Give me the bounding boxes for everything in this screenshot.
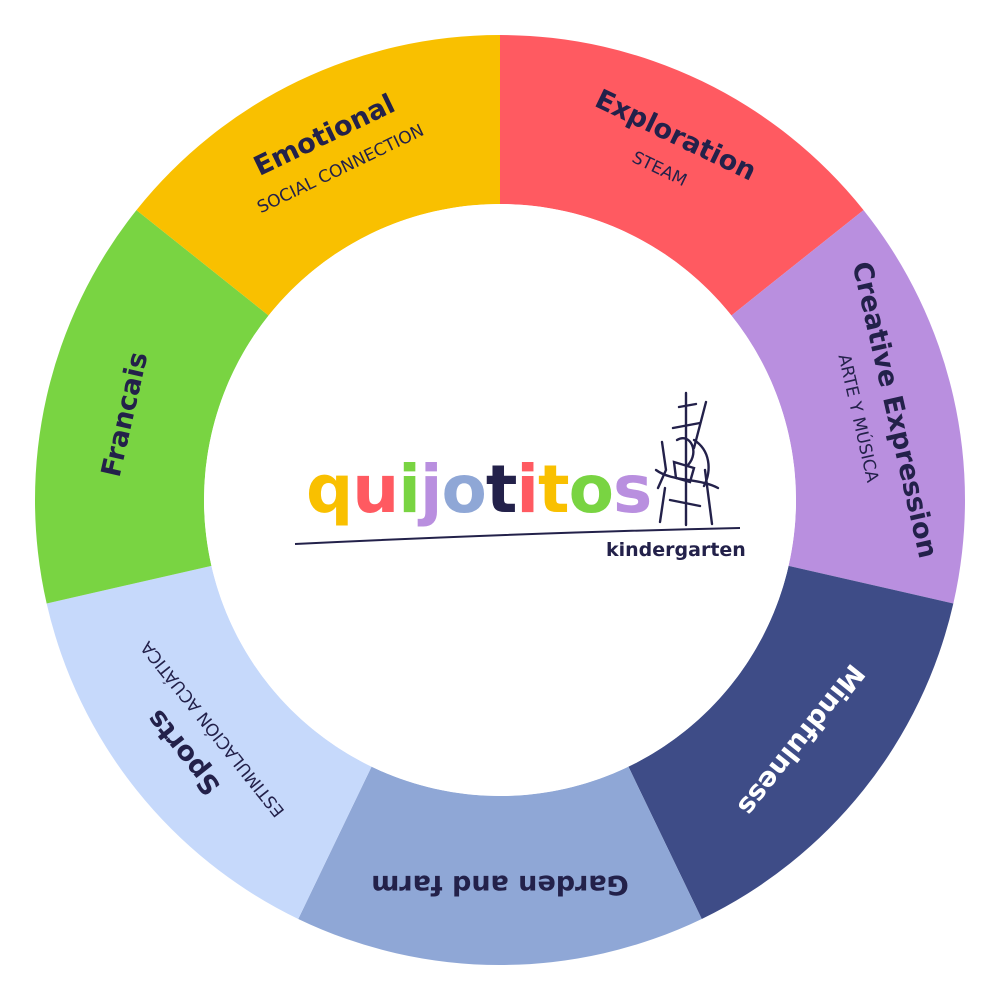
logo-letter: t	[538, 451, 569, 528]
logo-letter: i	[516, 451, 538, 528]
logo-subtitle: kindergarten	[606, 539, 746, 561]
segment-mindfulness	[628, 565, 954, 919]
logo-letter: q	[306, 451, 352, 528]
logo-letter: t	[486, 451, 517, 528]
segment-exploration	[500, 35, 864, 316]
segment-title: Garden and farm	[371, 869, 629, 900]
center-disc	[204, 204, 796, 796]
don-quixote-sketch-icon	[654, 391, 720, 527]
logo-underline-stroke	[294, 527, 741, 545]
segment-label-garden-and-farm: Garden and farm	[371, 869, 629, 900]
logo-letter: i	[398, 451, 420, 528]
segments-group	[34, 35, 966, 965]
segment-garden-and-farm	[298, 766, 702, 965]
logo: quijotitos kindergarten	[294, 391, 746, 561]
logo-letter: u	[352, 451, 398, 528]
logo-wordmark: quijotitos	[306, 451, 651, 528]
logo-letter: j	[417, 451, 442, 528]
logo-letter: o	[569, 451, 613, 528]
logo-letter: o	[442, 451, 486, 528]
segment-emotional	[136, 35, 500, 316]
segment-francais	[34, 210, 269, 604]
segment-sports	[46, 565, 372, 919]
logo-letter: s	[613, 451, 651, 528]
segment-creative-expression	[731, 210, 966, 604]
